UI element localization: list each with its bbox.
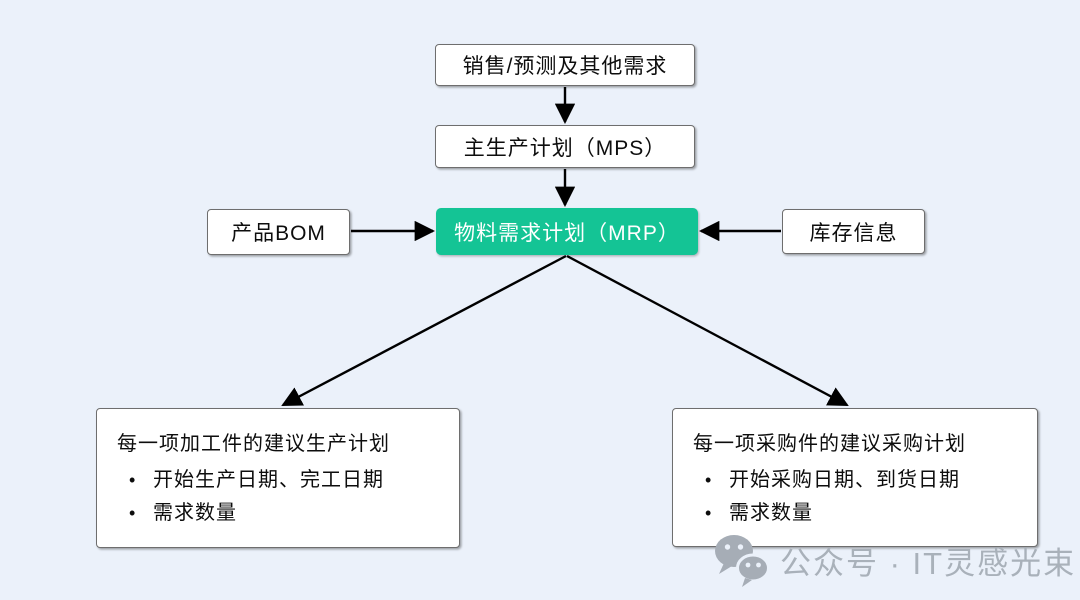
arrow-mrp-to-production-plan xyxy=(281,254,567,407)
node-label: 产品BOM xyxy=(231,222,326,245)
watermark-text: 公众号 · IT灵感光束 xyxy=(780,545,1077,581)
panel-title: 每一项采购件的建议采购计划 xyxy=(693,433,966,455)
node-label: 库存信息 xyxy=(809,221,898,245)
bullet-item: • 需求数量 xyxy=(117,497,449,530)
bullet-item: • 开始生产日期、完工日期 xyxy=(117,464,449,497)
node-master-production-schedule: 主生产计划（MPS） xyxy=(435,125,695,168)
bullet-text: 需求数量 xyxy=(729,502,813,524)
node-suggested-purchase-plan: 每一项采购件的建议采购计划 • 开始采购日期、到货日期 • 需求数量 xyxy=(672,408,1038,547)
bullet-glyph: • xyxy=(129,503,137,523)
node-inventory-info: 库存信息 xyxy=(782,209,925,254)
bullet-item: • 开始采购日期、到货日期 xyxy=(693,464,1027,497)
node-sales-forecast-demand: 销售/预测及其他需求 xyxy=(435,44,695,86)
watermark: 公众号 · IT灵感光束 xyxy=(712,532,1076,588)
node-product-bom: 产品BOM xyxy=(207,209,350,255)
panel-title: 每一项加工件的建议生产计划 xyxy=(117,433,390,455)
node-suggested-production-plan: 每一项加工件的建议生产计划 • 开始生产日期、完工日期 • 需求数量 xyxy=(96,408,460,548)
wechat-icon xyxy=(715,535,770,587)
node-label: 销售/预测及其他需求 xyxy=(462,55,668,78)
arrow-mrp-to-purchase-plan xyxy=(566,254,849,407)
node-label: 物料需求计划（MRP） xyxy=(454,221,680,245)
node-material-requirements-planning: 物料需求计划（MRP） xyxy=(436,208,698,255)
bullet-text: 开始生产日期、完工日期 xyxy=(153,469,384,491)
bullet-glyph: • xyxy=(705,503,713,523)
node-label: 主生产计划（MPS） xyxy=(463,136,667,160)
bullet-glyph: • xyxy=(705,470,713,490)
bullet-item: • 需求数量 xyxy=(693,497,1027,530)
bullet-text: 需求数量 xyxy=(153,502,237,524)
bullet-text: 开始采购日期、到货日期 xyxy=(729,469,960,491)
bullet-glyph: • xyxy=(129,470,137,490)
